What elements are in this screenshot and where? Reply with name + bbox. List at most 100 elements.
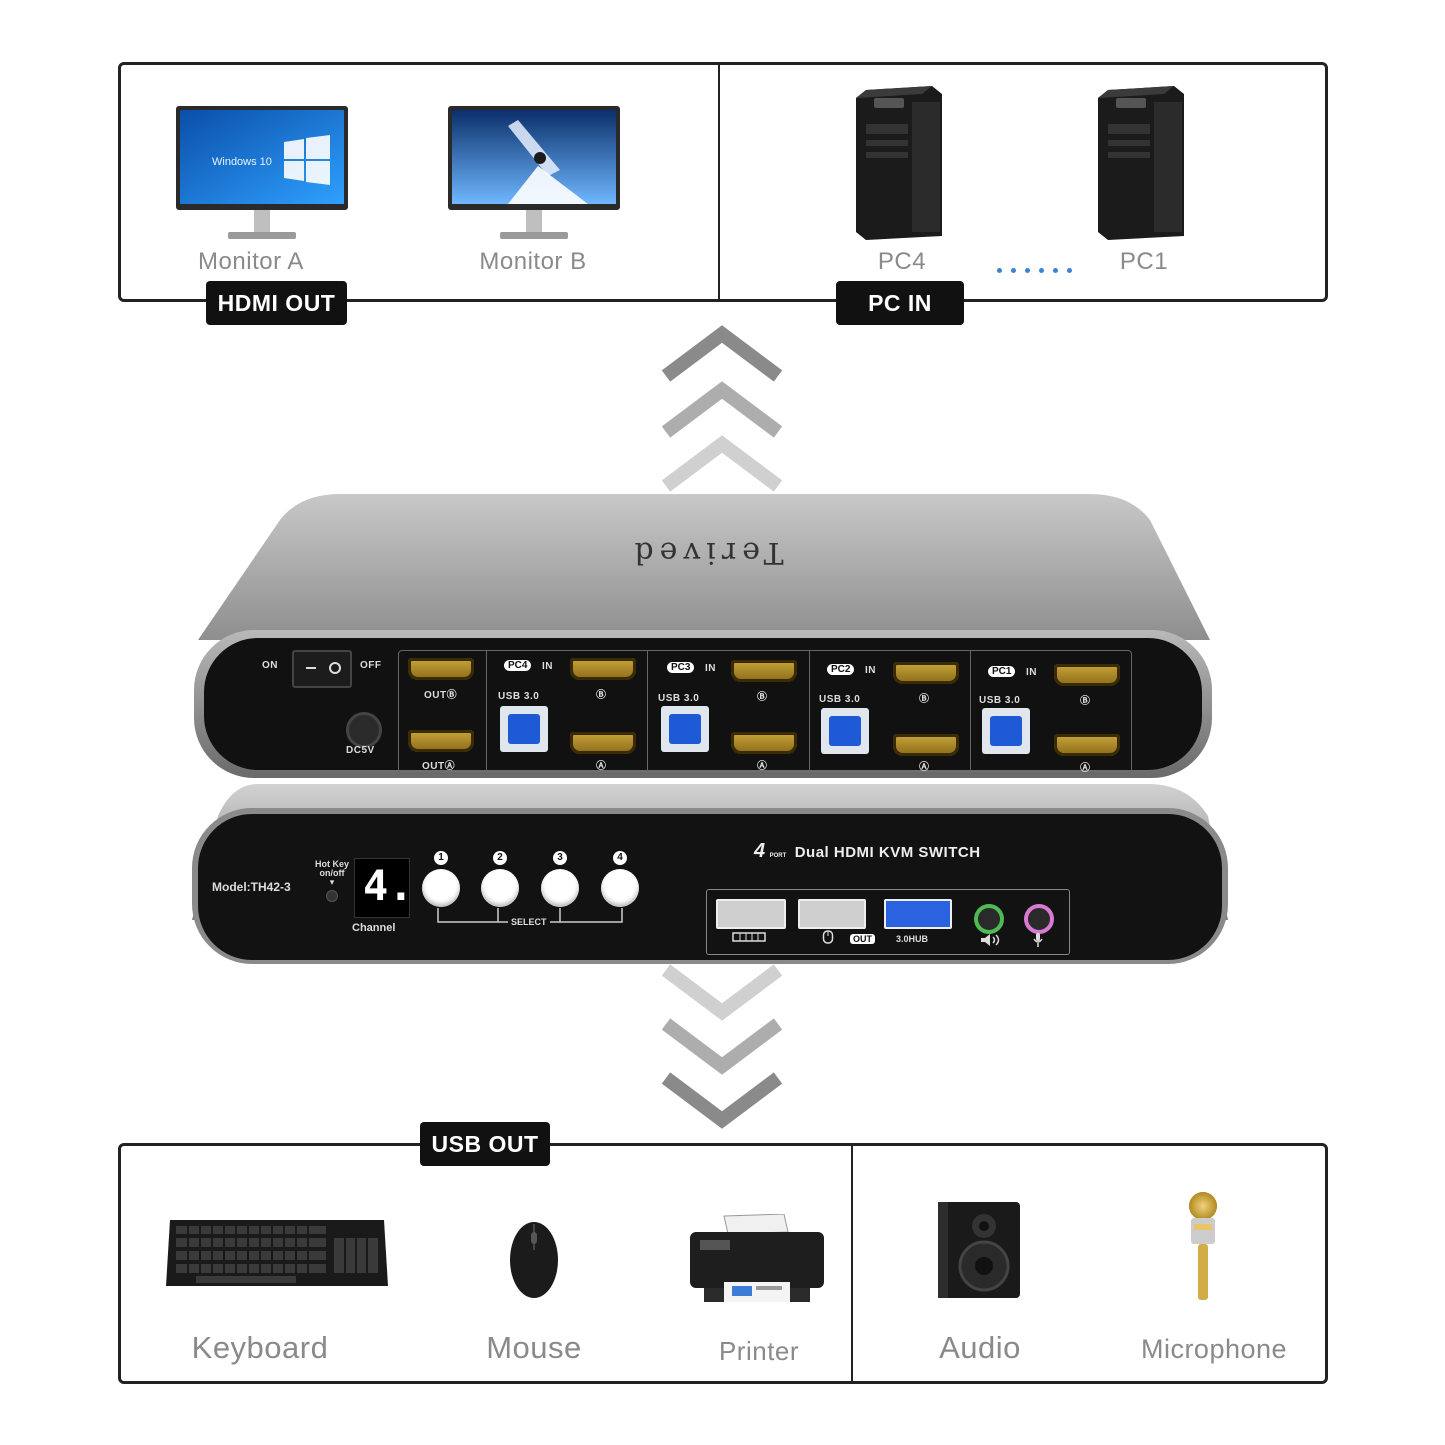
monitor-b-icon (448, 106, 620, 242)
mouse-usb-port[interactable] (798, 899, 866, 929)
pc4-hdmi-b-port[interactable] (570, 658, 636, 680)
rear-port-panel (398, 650, 1132, 774)
pc1-b-label: Ⓑ (1080, 696, 1091, 707)
pc2-usb-label: USB 3.0 (819, 694, 861, 705)
monitor-b-label: Monitor B (479, 248, 587, 275)
pc3-b-label: Ⓑ (757, 692, 768, 703)
select-button-1[interactable] (422, 869, 460, 907)
monitor-a-screen-text: Windows 10 (212, 156, 272, 168)
pc1-in-label: IN (1026, 667, 1037, 678)
panel-divider-bottom (851, 1146, 853, 1381)
pc3-hdmi-b-port[interactable] (731, 660, 797, 682)
pc2-group: PC2 IN USB 3.0 Ⓑ Ⓐ (809, 650, 971, 773)
pc1-usb-label: USB 3.0 (979, 695, 1021, 706)
out-b-label: OUTⒷ (424, 690, 458, 701)
power-on-label: ON (262, 660, 278, 671)
pc2-badge: PC2 (827, 664, 855, 675)
select-number-1: 1 (434, 851, 448, 865)
front-port-panel (706, 889, 1070, 955)
mouse-label: Mouse (486, 1330, 582, 1365)
down-chevrons-icon (661, 964, 783, 1129)
pc2-hdmi-a-port[interactable] (893, 734, 959, 756)
pc3-badge: PC3 (667, 662, 695, 673)
pc4-b-label: Ⓑ (596, 690, 607, 701)
hotkey-button[interactable] (326, 890, 338, 902)
out-a-label: OUTⒶ (422, 761, 456, 772)
pc3-group: PC3 IN USB 3.0 Ⓑ Ⓐ (647, 650, 810, 772)
pc4-in-label: IN (542, 661, 553, 672)
dc5v-label: DC5V (346, 745, 375, 756)
select-number-4: 4 (613, 851, 627, 865)
more-pcs-dots (997, 268, 1072, 273)
product-title: 4 PORT Dual HDMI KVM SWITCH (754, 840, 981, 863)
title-text: Dual HDMI KVM SWITCH (794, 844, 981, 861)
channel-digit: 4. (363, 861, 414, 910)
hdmi-out-tag: HDMI OUT (206, 281, 347, 325)
speaker-device-icon (938, 1202, 1020, 1298)
microphone-label: Microphone (1140, 1334, 1288, 1364)
pc1-usb-b-port[interactable] (982, 708, 1030, 754)
pc2-b-label: Ⓑ (919, 694, 930, 705)
pc2-hdmi-b-port[interactable] (893, 662, 959, 684)
keyboard-device-icon (166, 1220, 388, 1286)
keyboard-usb-port[interactable] (716, 899, 786, 929)
mic-jack[interactable] (1024, 904, 1054, 934)
mouse-icon (822, 930, 834, 944)
pc1-a-label: Ⓐ (1080, 763, 1091, 774)
panel-divider (718, 65, 720, 299)
pc3-a-label: Ⓐ (757, 761, 768, 772)
printer-label: Printer (718, 1336, 800, 1366)
pc4-usb-label: USB 3.0 (498, 691, 540, 702)
dc-jack (346, 712, 382, 748)
pc2-usb-b-port[interactable] (821, 708, 869, 754)
pc4-usb-b-port[interactable] (500, 706, 548, 752)
select-button-4[interactable] (601, 869, 639, 907)
usb-out-tag: USB OUT (420, 1122, 550, 1166)
monitor-a-icon: Windows 10 (176, 106, 348, 242)
out-column (398, 650, 487, 772)
pc4-label: PC4 (877, 248, 927, 275)
out-badge: OUT (850, 934, 875, 944)
power-switch[interactable] (292, 650, 352, 688)
pc3-usb-b-port[interactable] (661, 706, 709, 752)
channel-label: Channel (352, 922, 396, 934)
select-number-2: 2 (493, 851, 507, 865)
printer-device-icon (690, 1214, 824, 1302)
pc4-group: PC4 IN USB 3.0 Ⓑ Ⓐ (486, 650, 648, 772)
hotkey-label: Hot Key on/off ▾ (314, 859, 349, 887)
hdmi-out-a-port[interactable] (408, 730, 474, 752)
pc-in-tag: PC IN (836, 281, 964, 325)
pc4-hdmi-a-port[interactable] (570, 732, 636, 754)
pc2-in-label: IN (865, 665, 876, 676)
monitor-a-label: Monitor A (198, 248, 304, 275)
power-off-label: OFF (360, 660, 382, 671)
pc1-hdmi-b-port[interactable] (1054, 664, 1120, 686)
pc1-badge: PC1 (988, 666, 1016, 677)
speaker-icon (981, 934, 1000, 946)
pc4-tower-icon (852, 84, 944, 240)
title-port-text: PORT (769, 853, 787, 859)
pc1-tower-icon (1094, 84, 1186, 240)
pc1-label: PC1 (1119, 248, 1169, 275)
mouse-device-icon (510, 1222, 558, 1298)
select-label: SELECT (508, 917, 550, 927)
select-button-2[interactable] (481, 869, 519, 907)
brand-logo: Terived (628, 535, 784, 570)
pc1-hdmi-a-port[interactable] (1054, 734, 1120, 756)
channel-display: 4. (354, 858, 414, 918)
usb3-hub-port[interactable] (884, 899, 952, 929)
pc3-usb-label: USB 3.0 (658, 693, 700, 704)
hub-label: 3.0HUB (896, 934, 929, 944)
microphone-device-icon (1189, 1192, 1217, 1300)
pc3-hdmi-a-port[interactable] (731, 732, 797, 754)
keyboard-label: Keyboard (191, 1330, 329, 1365)
hdmi-out-b-port[interactable] (408, 658, 474, 680)
pc3-in-label: IN (705, 663, 716, 674)
mic-icon (1033, 933, 1043, 947)
pc1-group: PC1 IN USB 3.0 Ⓑ Ⓐ (970, 650, 1130, 774)
audio-label: Audio (939, 1330, 1021, 1365)
select-button-3[interactable] (541, 869, 579, 907)
title-port-number: 4 (754, 840, 766, 862)
audio-jack[interactable] (974, 904, 1004, 934)
hotkey-text: Hot Key (314, 859, 349, 869)
